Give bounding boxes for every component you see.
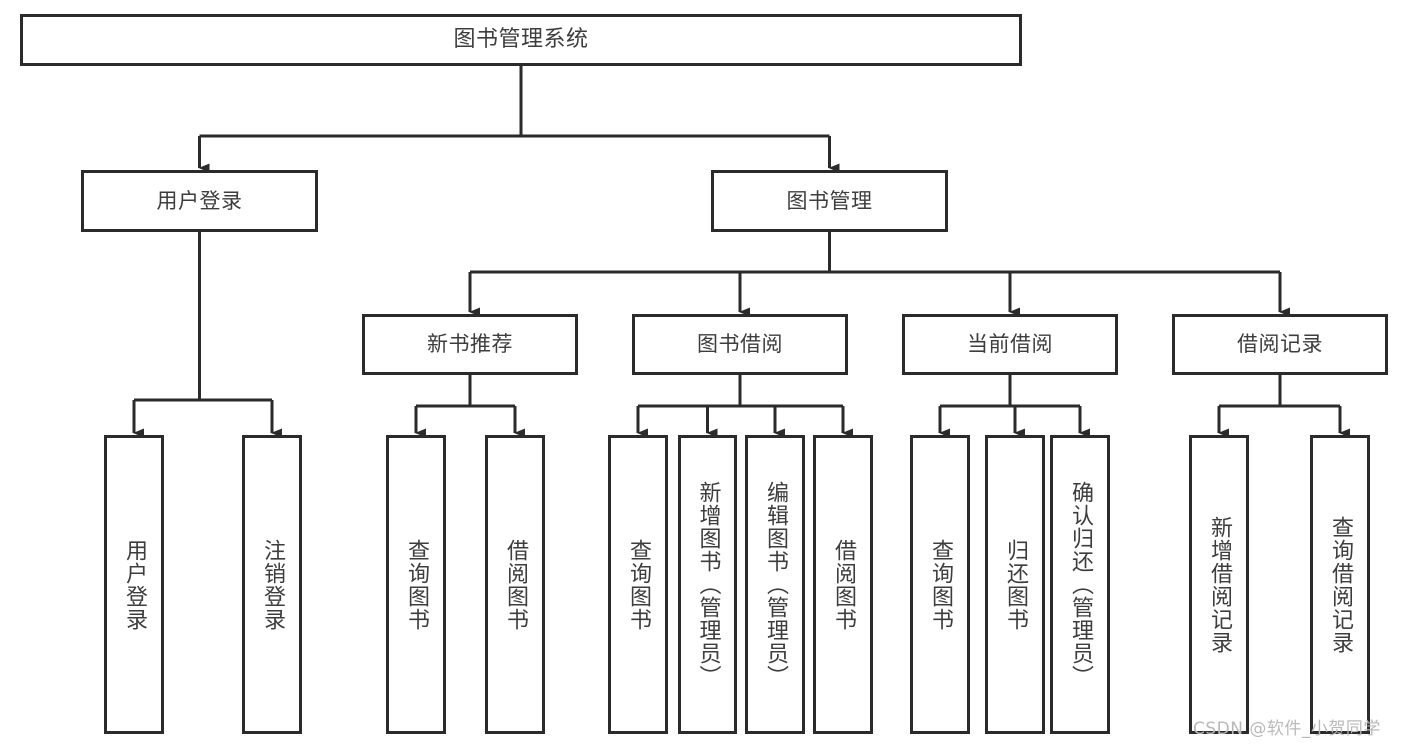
node-label: 归还图书	[1003, 538, 1028, 631]
node-new-book-recommendation[interactable]: 新书推荐	[362, 314, 578, 375]
node-root[interactable]: 图书管理系统	[20, 14, 1022, 66]
node-label: 借阅记录	[1237, 332, 1323, 357]
node-label: 查询图书	[626, 538, 651, 631]
node-label: 新增借阅记录	[1207, 515, 1232, 654]
node-label: 确认归还（管理员）	[1068, 481, 1093, 688]
node-leaf-query-book-3[interactable]: 查询图书	[910, 435, 970, 734]
node-label: 查询借阅记录	[1328, 515, 1353, 654]
node-label: 编辑图书（管理员）	[763, 481, 788, 688]
node-label: 新书推荐	[427, 332, 513, 357]
node-leaf-logout[interactable]: 注销登录	[242, 435, 302, 734]
node-label: 当前借阅	[967, 332, 1053, 357]
node-leaf-return-book[interactable]: 归还图书	[985, 435, 1045, 734]
node-label: 注销登录	[260, 538, 285, 631]
csdn-watermark: CSDN @软件_小贺同学	[1193, 719, 1381, 739]
node-leaf-query-borrow-record[interactable]: 查询借阅记录	[1310, 435, 1370, 734]
node-leaf-query-book-2[interactable]: 查询图书	[608, 435, 668, 734]
node-label: 新增图书（管理员）	[695, 481, 721, 688]
node-leaf-query-book-1[interactable]: 查询图书	[386, 435, 446, 734]
node-leaf-user-login[interactable]: 用户登录	[104, 435, 164, 734]
node-user-login[interactable]: 用户登录	[81, 170, 318, 232]
node-leaf-add-book[interactable]: 新增图书（管理员）	[678, 435, 737, 734]
node-book-borrowing[interactable]: 图书借阅	[632, 314, 848, 375]
node-label: 图书借阅	[697, 332, 783, 357]
node-leaf-borrow-book-1[interactable]: 借阅图书	[485, 435, 545, 734]
node-label: 图书管理系统	[453, 27, 589, 53]
node-leaf-edit-book[interactable]: 编辑图书（管理员）	[745, 435, 805, 734]
node-label: 用户登录	[122, 538, 147, 631]
node-label: 借阅图书	[503, 538, 528, 631]
node-leaf-confirm-return[interactable]: 确认归还（管理员）	[1050, 435, 1110, 734]
node-borrowing-records[interactable]: 借阅记录	[1172, 314, 1388, 375]
node-label: 用户登录	[156, 188, 243, 213]
node-label: 查询图书	[404, 538, 429, 631]
node-label: 查询图书	[928, 538, 953, 631]
node-leaf-add-borrow-record[interactable]: 新增借阅记录	[1189, 435, 1249, 734]
node-label: 图书管理	[786, 188, 873, 213]
node-label: 借阅图书	[831, 538, 856, 631]
node-leaf-borrow-book-2[interactable]: 借阅图书	[813, 435, 873, 734]
node-book-management[interactable]: 图书管理	[711, 170, 948, 232]
node-current-borrowing[interactable]: 当前借阅	[902, 314, 1118, 375]
